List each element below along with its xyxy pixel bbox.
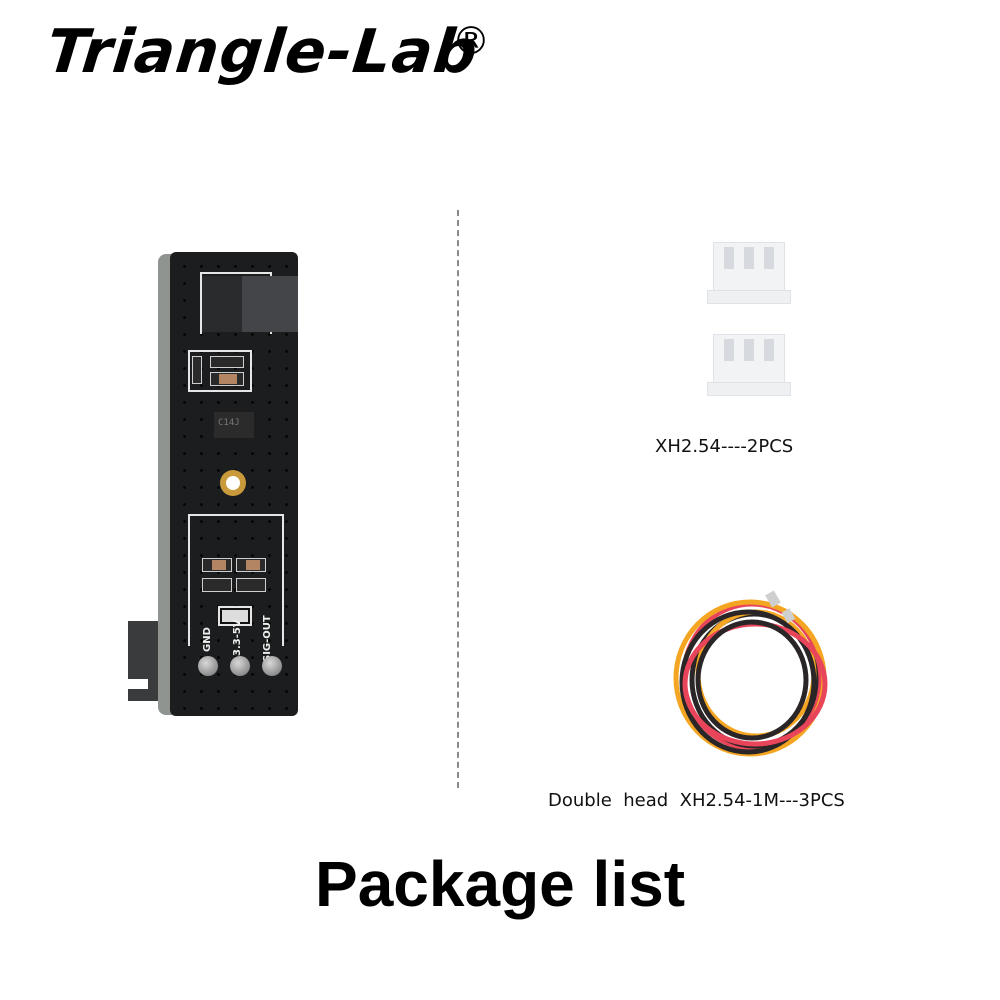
pad-vcc	[230, 656, 250, 676]
bracket-notch	[128, 679, 148, 689]
smd-resistor-201-right	[236, 578, 266, 592]
smd-silkscreen-top	[188, 350, 252, 392]
dashed-divider	[457, 210, 459, 788]
mounting-hole	[220, 470, 246, 496]
item-label-connectors: XH2.54----2PCS	[655, 436, 794, 457]
pin-label-sig-out: SIG-OUT	[262, 615, 273, 662]
ic-chip: C14J	[214, 412, 254, 438]
registered-mark: ®	[452, 19, 490, 63]
sensor-pcb-image: C14J GND 3.3-5V SIG-OUT	[170, 252, 298, 716]
sensor-slot	[242, 276, 298, 332]
ic-marking: C14J	[218, 418, 240, 428]
pad-gnd	[198, 656, 218, 676]
xh-connector-icon	[707, 334, 791, 396]
wire-harness-icon	[673, 590, 828, 757]
smd-capacitor-right	[236, 558, 266, 572]
status-led	[218, 606, 252, 626]
page-title: Package list	[315, 848, 685, 920]
smd-resistor-103	[192, 356, 202, 384]
pin-label-vcc: 3.3-5V	[232, 619, 243, 656]
lower-silkscreen	[188, 514, 284, 646]
item-label-wire-harness: Double head XH2.54-1M---3PCS	[548, 790, 845, 811]
smd-capacitor	[210, 372, 244, 386]
pad-sig-out	[262, 656, 282, 676]
brand-logo: Triangle-Lab	[43, 17, 482, 87]
smd-resistor-e01	[210, 356, 244, 368]
smd-resistor-201-left	[202, 578, 232, 592]
xh-connector-icon	[707, 242, 791, 304]
pin-label-gnd: GND	[202, 627, 213, 652]
smd-capacitor-left	[202, 558, 232, 572]
